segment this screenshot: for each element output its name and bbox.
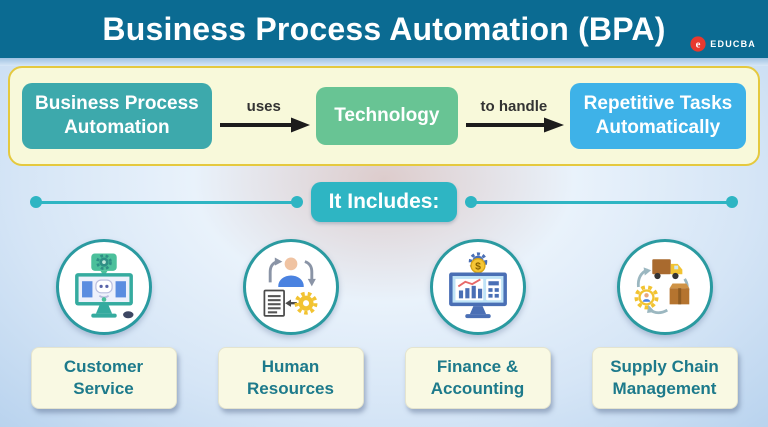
finance-accounting-icon: $ [429, 239, 526, 335]
chatbot-monitor-icon [74, 253, 133, 319]
category-supply-chain: Supply Chain Management [571, 239, 758, 410]
divider-line-left [30, 196, 303, 208]
educba-logo-text: EDUCBA [710, 39, 756, 49]
person-gear-document-icon [263, 257, 317, 317]
svg-text:e: e [696, 39, 701, 51]
arrow-right-icon [219, 117, 310, 133]
page-title: Business Process Automation (BPA) [102, 10, 666, 47]
category-human-resources: Human Resources [197, 239, 384, 410]
arrow-right-icon [465, 117, 564, 133]
educba-logo-icon: e [690, 36, 706, 52]
header: Business Process Automation (BPA) e EDUC… [0, 0, 768, 58]
human-resources-icon [242, 239, 339, 335]
customer-service-icon [55, 239, 152, 335]
flow-step-repetitive-tasks: Repetitive Tasks Automatically [569, 83, 746, 149]
flow-banner: Business Process Automation uses Technol… [8, 66, 760, 166]
supply-chain-icon [616, 239, 713, 335]
flow-arrow-to-handle: to handle [464, 98, 564, 134]
category-label: Finance & Accounting [404, 347, 551, 410]
flow-arrow-uses: uses [218, 98, 310, 134]
categories-row: Customer Service [0, 239, 768, 410]
flow-step-technology: Technology [315, 87, 458, 145]
category-label: Human Resources [217, 347, 364, 410]
category-label: Customer Service [30, 347, 177, 410]
divider-line-right [465, 196, 738, 208]
svg-text:$: $ [475, 261, 481, 272]
category-finance-accounting: $ [384, 239, 571, 410]
truck-box-gear-cycle-icon [633, 259, 690, 315]
category-customer-service: Customer Service [10, 239, 197, 410]
flow-step-bpa: Business Process Automation [22, 83, 212, 149]
includes-badge: It Includes: [310, 182, 458, 222]
educba-logo: e EDUCBA [690, 36, 756, 52]
category-label: Supply Chain Management [591, 347, 738, 410]
includes-ribbon: It Includes: [0, 180, 768, 224]
arrow-label-to-handle: to handle [480, 98, 548, 115]
arrow-label-uses: uses [246, 98, 281, 115]
finance-monitor-icon: $ [448, 252, 507, 319]
header-divider [0, 58, 768, 66]
